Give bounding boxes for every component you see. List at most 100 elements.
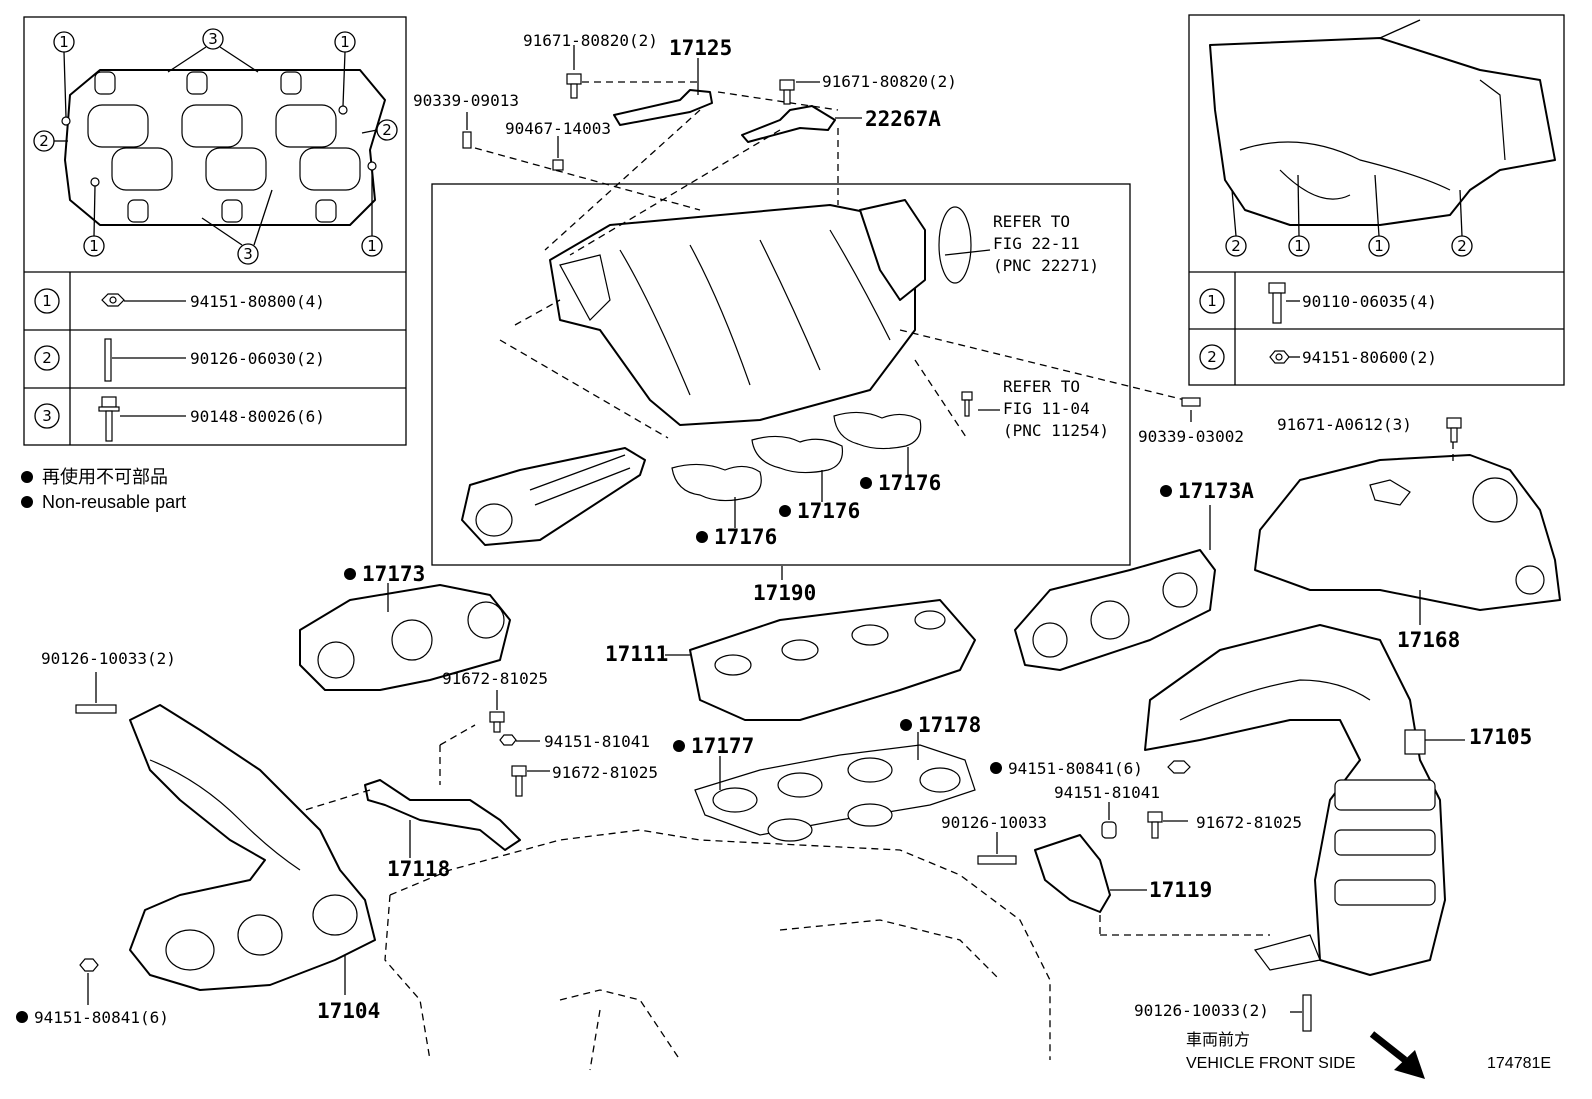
svg-text:2: 2 <box>1231 237 1241 255</box>
svg-text:1: 1 <box>340 33 350 51</box>
heat-insulator-drawing <box>1254 430 1561 625</box>
part-number-label: 90126-06030(2) <box>190 349 325 368</box>
nut-icon <box>79 958 99 972</box>
label-17176-right: 17176 <box>878 471 941 495</box>
bolt-icon <box>779 79 795 105</box>
label-91671-a0612: 91671-A0612(3) <box>1277 415 1412 434</box>
stud-icon <box>75 704 117 714</box>
label-refer-fig-11-04-line2: FIG 11-04 <box>1003 399 1090 418</box>
svg-text:1: 1 <box>59 33 69 51</box>
engine-block-outline <box>384 829 1051 1071</box>
stud-bolt-icon <box>104 338 112 382</box>
intake-manifold-box <box>431 183 1186 566</box>
note-japanese: 再使用不可部品 <box>42 467 168 487</box>
legend-number: 2 <box>1207 348 1217 366</box>
bolt-icon <box>1446 417 1462 443</box>
intake-gaskets-drawing <box>671 411 922 502</box>
exhaust-manifold-right-drawing <box>1144 624 1465 976</box>
label-94151-80841-left: 94151-80841(6) <box>34 1008 169 1027</box>
label-17119: 17119 <box>1149 878 1212 902</box>
note-english: Non-reusable part <box>42 492 186 512</box>
svg-text:2: 2 <box>1457 237 1467 255</box>
svg-text:1: 1 <box>367 237 377 255</box>
svg-text:2: 2 <box>382 121 392 139</box>
resonator-drawing <box>461 447 646 546</box>
label-17111: 17111 <box>605 642 668 666</box>
label-17173: 17173 <box>362 562 425 586</box>
label-17118: 17118 <box>387 857 450 881</box>
svg-text:2: 2 <box>39 132 49 150</box>
svg-text:3: 3 <box>208 30 218 48</box>
bolt-icon <box>566 73 582 99</box>
label-91672-81025-b: 91672-81025 <box>552 763 658 782</box>
label-refer-fig-22-11-line2: FIG 22-11 <box>993 234 1080 253</box>
part-number-label: 94151-80600(2) <box>1302 348 1437 367</box>
label-17177: 17177 <box>691 734 754 758</box>
nut-icon <box>101 293 125 307</box>
exhaust-manifold-left-drawing <box>129 704 376 995</box>
left-legend-box: 1 3 1 2 2 1 3 1 1 94151-80800(4) <box>23 16 407 446</box>
screw-icon <box>961 391 973 417</box>
cylinder-head-gasket-drawing <box>61 69 386 226</box>
left-legend-row-3: 3 90148-80026(6) <box>34 396 325 442</box>
label-90339-03002: 90339-03002 <box>1138 427 1244 446</box>
label-91672-81025-a: 91672-81025 <box>442 669 548 688</box>
part-number-label: 94151-80800(4) <box>190 292 325 311</box>
right-legend-box: 2 1 1 2 1 90110-06035(4) 2 94151-80600(2… <box>1188 14 1565 386</box>
legend-number: 3 <box>42 407 52 425</box>
intake-manifold-drawing <box>549 199 972 426</box>
svg-text:3: 3 <box>243 245 253 263</box>
label-refer-fig-22-11-line1: REFER TO <box>993 212 1070 231</box>
label-17125: 17125 <box>669 36 732 60</box>
nut-icon <box>1269 350 1290 364</box>
label-90339-09013: 90339-09013 <box>413 91 519 110</box>
pin-icon <box>1181 397 1201 407</box>
clip-icon <box>552 159 564 171</box>
label-94151-80841-right: 94151-80841(6) <box>1008 759 1143 778</box>
stud-icon <box>1302 994 1312 1032</box>
mid-fasteners <box>75 672 1312 1032</box>
label-17176-mid: 17176 <box>797 499 860 523</box>
intake-gasket-set-drawing <box>694 732 976 842</box>
label-94151-81041-a: 94151-81041 <box>544 732 650 751</box>
legend-number: 1 <box>1207 292 1217 310</box>
nut-icon <box>1167 760 1191 774</box>
legend-number: 1 <box>42 292 52 310</box>
label-17176-left: 17176 <box>714 525 777 549</box>
label-90467-14003: 90467-14003 <box>505 119 611 138</box>
label-vehicle-front-jp: 車両前方 <box>1186 1031 1250 1049</box>
label-17173a: 17173A <box>1178 479 1254 503</box>
label-94151-81041-b: 94151-81041 <box>1054 783 1160 802</box>
right-legend-row-1: 1 90110-06035(4) <box>1199 282 1437 324</box>
label-refer-fig-22-11-line3: (PNC 22271) <box>993 256 1099 275</box>
bolt-icon <box>1268 282 1286 324</box>
exhaust-gasket-left-drawing <box>299 583 511 691</box>
label-17104: 17104 <box>317 999 380 1023</box>
manifold-stay-left-drawing <box>304 724 521 858</box>
label-90126-10033-left: 90126-10033(2) <box>41 649 176 668</box>
label-17105: 17105 <box>1469 725 1532 749</box>
label-91672-81025-c: 91672-81025 <box>1196 813 1302 832</box>
gasket-callouts: 1 3 1 2 2 1 3 1 <box>33 28 398 265</box>
illustration-number: 174781E <box>1487 1055 1551 1072</box>
label-90126-10033-mid: 90126-10033 <box>941 813 1047 832</box>
svg-text:1: 1 <box>1374 237 1384 255</box>
exhaust-gasket-right-drawing <box>1014 505 1216 671</box>
legend-number: 2 <box>42 349 52 367</box>
svg-text:1: 1 <box>1294 237 1304 255</box>
label-refer-fig-11-04-line3: (PNC 11254) <box>1003 421 1109 440</box>
label-90126-10033-bottom: 90126-10033(2) <box>1134 1001 1269 1020</box>
svg-text:1: 1 <box>89 237 99 255</box>
left-legend-row-1: 1 94151-80800(4) <box>34 288 325 314</box>
manifold-lower-drawing <box>665 599 976 721</box>
label-vehicle-front-side: VEHICLE FRONT SIDE <box>1186 1055 1356 1072</box>
non-reusable-note: 再使用不可部品 Non-reusable part <box>21 467 186 512</box>
label-91671-80820-right: 91671-80820(2) <box>822 72 957 91</box>
nut-icon <box>1101 821 1117 839</box>
upper-fasteners <box>462 45 1201 422</box>
label-17168: 17168 <box>1397 628 1460 652</box>
air-intake-drawing <box>1209 19 1556 226</box>
label-refer-fig-11-04-line1: REFER TO <box>1003 377 1080 396</box>
part-number-label: 90148-80026(6) <box>190 407 325 426</box>
